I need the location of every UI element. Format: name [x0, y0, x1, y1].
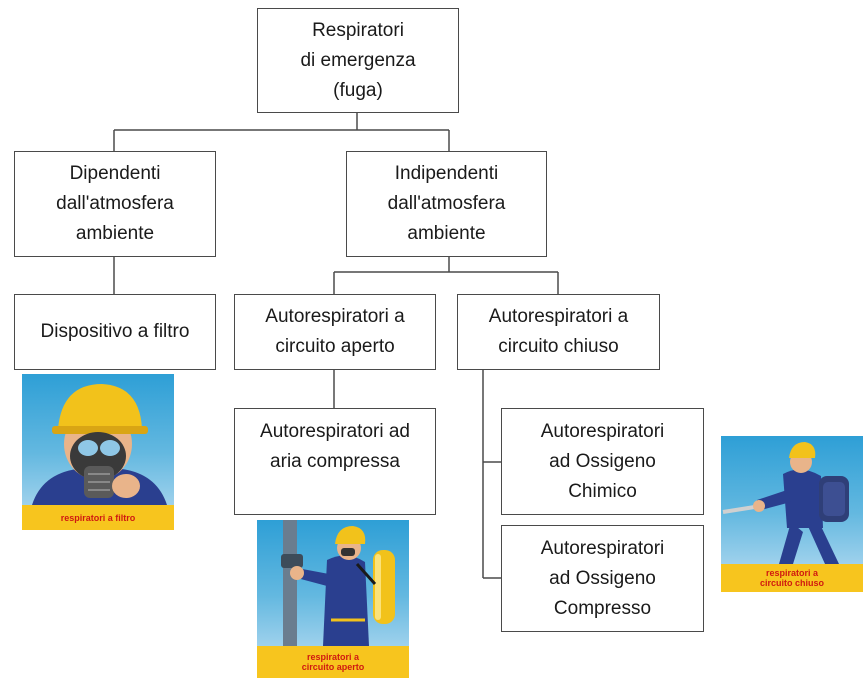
node-closed-circuit: Autorespiratori a circuito chiuso — [457, 294, 660, 370]
node-chemical-oxygen: Autorespiratori ad Ossigeno Chimico — [501, 408, 704, 515]
node-root: Respiratori di emergenza (fuga) — [257, 8, 459, 113]
open-circuit-image: respiratori a circuito aperto — [257, 520, 409, 678]
node-compressed-oxygen: Autorespiratori ad Ossigeno Compresso — [501, 525, 704, 632]
filter-respirator-image: respiratori a filtro — [22, 374, 174, 530]
firefighter-closed-circuit-icon — [722, 442, 849, 564]
closed-circuit-image: respiratori a circuito chiuso — [721, 436, 863, 592]
open-circuit-caption: respiratori a circuito aperto — [257, 646, 409, 678]
firefighter-gas-mask-icon — [32, 384, 167, 505]
node-filter-device: Dispositivo a filtro — [14, 294, 216, 370]
firefighter-air-tank-icon — [281, 520, 395, 646]
node-compressed-air: Autorespiratori ad aria compressa — [234, 408, 436, 515]
filter-caption: respiratori a filtro — [22, 505, 174, 530]
node-dependent: Dipendenti dall'atmosfera ambiente — [14, 151, 216, 257]
closed-circuit-caption: respiratori a circuito chiuso — [721, 564, 863, 592]
node-independent: Indipendenti dall'atmosfera ambiente — [346, 151, 547, 257]
node-open-circuit: Autorespiratori a circuito aperto — [234, 294, 436, 370]
